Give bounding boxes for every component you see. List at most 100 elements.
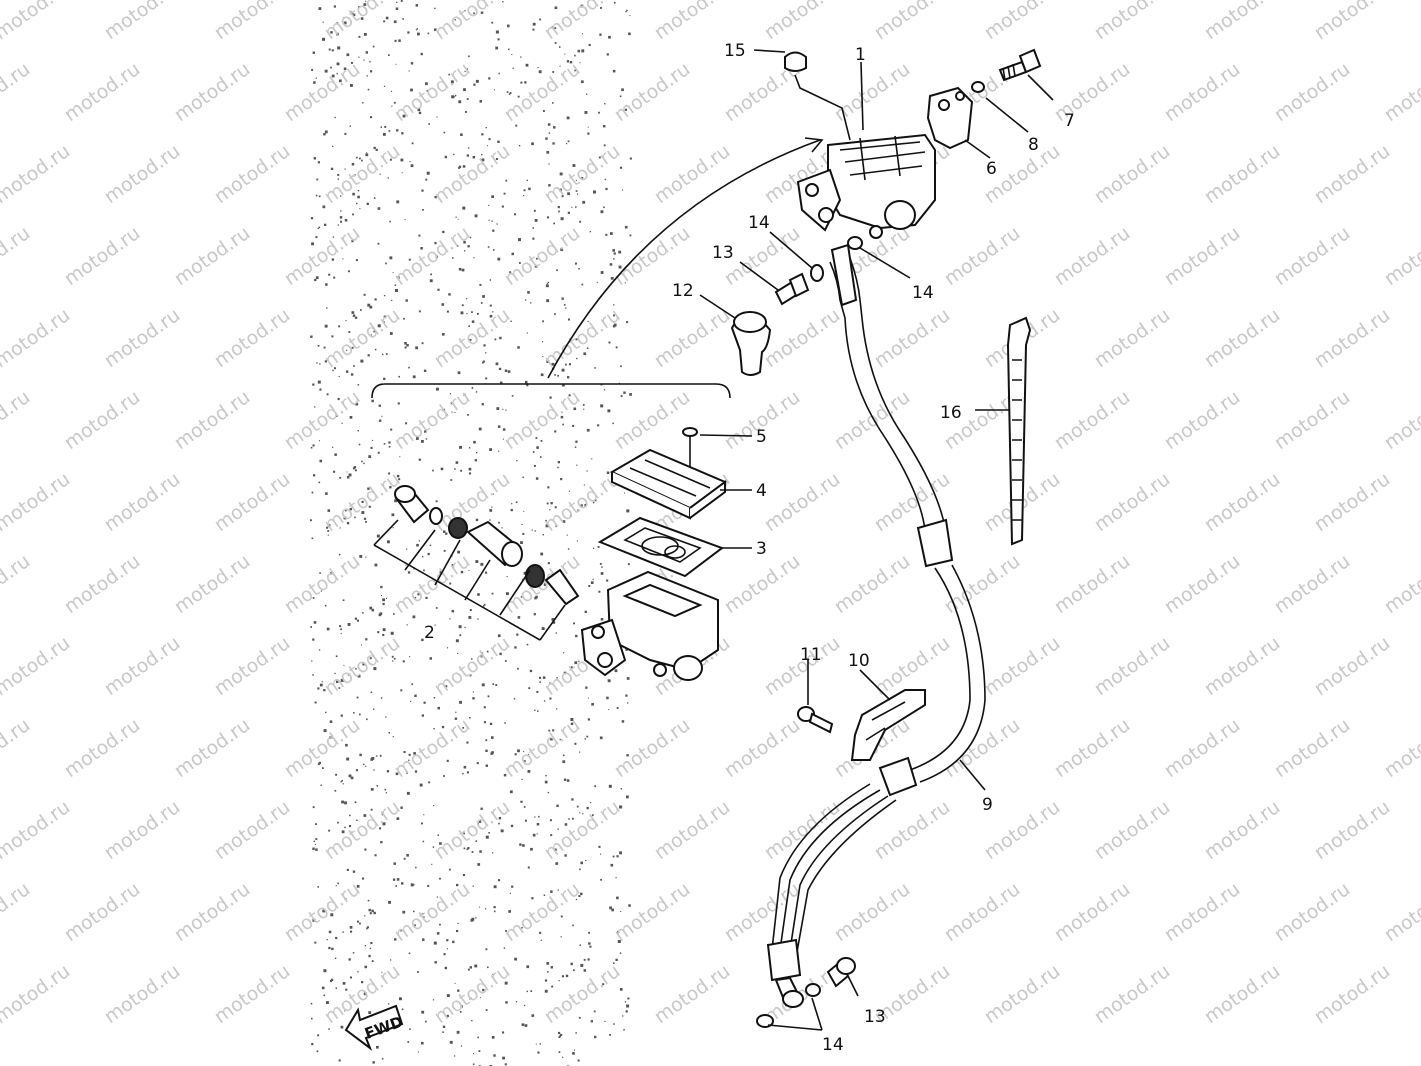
noise-dot: [612, 324, 616, 328]
noise-dot: [534, 264, 538, 268]
noise-dot: [544, 989, 548, 993]
noise-dot: [618, 250, 622, 254]
noise-dot: [626, 795, 629, 799]
noise-dot: [530, 990, 533, 992]
noise-dot: [599, 736, 603, 740]
noise-dot: [315, 823, 317, 825]
noise-dot: [408, 258, 411, 261]
noise-dot: [454, 96, 456, 98]
noise-dot: [477, 312, 479, 315]
noise-dot: [414, 770, 418, 773]
noise-dot: [482, 652, 484, 654]
watermark-text: motod.ru: [980, 632, 1064, 700]
noise-dot: [580, 963, 584, 967]
noise-dot: [431, 863, 433, 865]
noise-dot: [324, 69, 328, 73]
noise-dot: [603, 125, 606, 128]
noise-dot: [534, 709, 536, 711]
noise-dot: [357, 189, 360, 192]
noise-dot: [532, 451, 535, 453]
noise-dot: [462, 165, 466, 168]
watermark-text: motod.ru: [210, 632, 294, 700]
noise-dot: [456, 1030, 460, 1034]
noise-dot: [600, 210, 604, 214]
noise-dot: [356, 202, 358, 205]
callout-2: 2: [424, 623, 435, 643]
noise-dot: [393, 101, 396, 104]
watermark-text: motod.ru: [1310, 0, 1394, 44]
noise-dot: [335, 885, 337, 887]
noise-dot: [589, 801, 592, 804]
noise-dot: [625, 694, 628, 697]
noise-dot: [327, 534, 329, 536]
noise-dot: [504, 660, 507, 662]
noise-dot: [446, 1014, 449, 1017]
noise-dot: [338, 687, 341, 689]
noise-dot: [358, 56, 360, 58]
noise-dot: [558, 1036, 561, 1039]
noise-dot: [331, 49, 334, 52]
noise-dot: [350, 373, 354, 376]
noise-dot: [493, 1054, 496, 1057]
watermark-text: motod.ru: [760, 0, 844, 44]
noise-dot: [327, 530, 330, 532]
noise-dot: [351, 346, 354, 349]
noise-dot: [457, 218, 459, 220]
noise-dot: [367, 899, 370, 902]
noise-dot: [403, 751, 406, 754]
noise-dot: [338, 375, 340, 378]
noise-dot: [562, 423, 564, 426]
noise-dot: [339, 527, 341, 529]
noise-dot: [600, 7, 602, 9]
noise-dot: [605, 233, 608, 236]
noise-dot: [364, 915, 366, 917]
noise-dot: [606, 471, 610, 474]
noise-dot: [337, 882, 339, 885]
noise-dot: [491, 1036, 495, 1039]
noise-dot: [581, 176, 584, 179]
watermark-text: motod.ru: [1200, 468, 1284, 536]
noise-dot: [521, 927, 523, 929]
noise-dot: [401, 172, 403, 174]
callout-15: 15: [724, 41, 746, 61]
noise-dot: [336, 62, 340, 66]
watermark-text: motod.ru: [1270, 714, 1354, 782]
watermark-text: motod.ru: [60, 386, 144, 454]
watermark-text: motod.ru: [320, 632, 404, 700]
noise-dot: [340, 210, 342, 212]
noise-dot: [324, 324, 328, 328]
noise-dot: [452, 257, 454, 259]
watermark-text: motod.ru: [1310, 960, 1394, 1028]
watermark-text: motod.ru: [1310, 140, 1394, 208]
watermark-text: motod.ru: [760, 304, 844, 372]
noise-dot: [613, 304, 615, 306]
noise-dot: [410, 62, 414, 65]
noise-dot: [587, 718, 590, 721]
noise-dot: [443, 530, 446, 533]
noise-dot: [414, 924, 416, 927]
noise-dot: [392, 660, 394, 662]
noise-dot: [481, 133, 484, 136]
noise-dot: [460, 1005, 463, 1008]
watermark-text: motod.ru: [430, 960, 514, 1028]
noise-dot: [475, 79, 479, 83]
noise-dot: [626, 754, 629, 757]
noise-dot: [362, 662, 366, 666]
noise-dot: [318, 761, 321, 765]
noise-dot: [510, 320, 512, 322]
noise-dot: [388, 54, 390, 56]
noise-dot: [494, 89, 495, 91]
noise-dot: [466, 154, 469, 157]
noise-dot: [474, 459, 477, 462]
noise-dot: [536, 833, 538, 835]
noise-dot: [367, 2, 369, 4]
noise-dot: [315, 194, 318, 197]
noise-dot: [579, 868, 581, 871]
noise-dot: [421, 638, 424, 642]
noise-dot: [374, 348, 377, 351]
noise-dot: [314, 941, 317, 944]
noise-dot: [407, 31, 410, 34]
noise-dot: [454, 412, 456, 413]
noise-dot: [600, 853, 602, 855]
noise-dot: [480, 302, 483, 304]
